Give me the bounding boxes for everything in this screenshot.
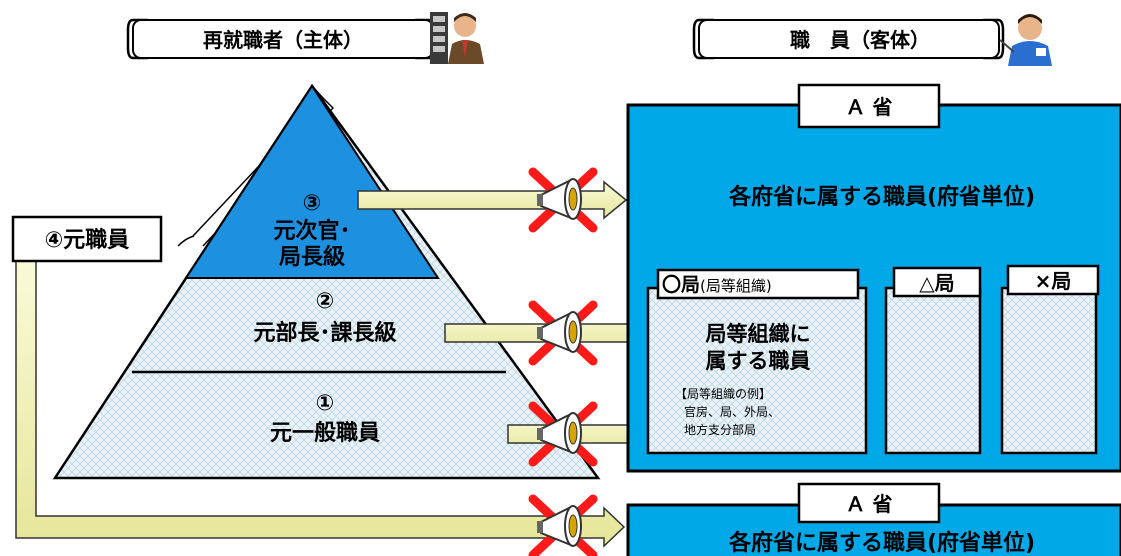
bureau-example-line1: 官房、局、外局、 [684,404,780,419]
ministry-bottom-tab: Ａ 省 [846,492,893,516]
object-header-label: 職 員（客体） [790,28,930,52]
bureau-o-text-line1: 局等組織に [706,322,811,346]
ministry-top-tab: Ａ 省 [846,95,893,119]
tier3-number: ③ [303,191,322,216]
tier3-label-line1: 元次官･ [273,218,350,244]
bureau-triangle-tab: △局 [919,271,954,295]
object-header: 職 員（客体） [692,18,1005,60]
tier2-number: ② [316,289,335,314]
bureau-o: 〇局(局等組織) 局等組織に 属する職員 【局等組織の例】 官房、局、外局、 地… [646,268,868,455]
tier1-number: ① [316,391,335,416]
ministry-top-main-text: 各府省に属する職員(府省単位) [728,184,1035,210]
bureau-example-line2: 地方支分部局 [684,422,756,437]
subject-header: 再就職者（主体） [126,18,437,60]
bureau-x-tab: ×局 [1035,269,1072,293]
ministry-bottom: Ａ 省 各府省に属する職員(府省単位) [626,482,1121,556]
subject-header-label: 再就職者（主体） [203,28,363,52]
bureau-o-tab: 〇局(局等組織) [662,274,772,296]
businessman-icon [430,12,484,64]
pyramid [52,83,601,480]
bureau-o-text-line2: 属する職員 [706,349,811,373]
tier2-label: 元部長･課長級 [253,320,396,346]
former-staff-box: ④元職員 [11,215,163,263]
former-staff-label: ④元職員 [45,227,130,253]
tier3-label-line2: 局長級 [279,244,345,270]
bureau-example-title: 【局等組織の例】 [675,387,771,401]
bureau-triangle: △局 [884,266,982,455]
bureau-x: ×局 [1000,264,1100,455]
tier1-label: 元一般職員 [270,420,380,446]
worker-icon [999,14,1052,66]
ministry-bottom-main-text: 各府省に属する職員(府省単位) [728,530,1035,556]
